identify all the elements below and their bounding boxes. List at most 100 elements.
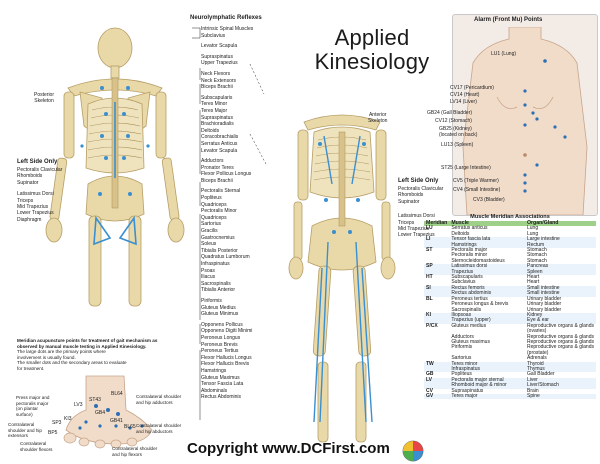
muscle-cell: Supraspinatus xyxy=(451,387,484,394)
muscle-cell: Trapezius xyxy=(449,269,525,276)
reflex-item: Peroneus Brevis xyxy=(201,341,238,348)
reflex-heading: Neurolymphatic Reflexes xyxy=(190,15,262,21)
anterior-skeleton xyxy=(288,114,396,443)
reflex-item: Hamstrings xyxy=(201,367,227,374)
reflex-item: Gluteus Minimus xyxy=(201,311,239,318)
meridian-cell: P/CX xyxy=(426,322,438,329)
meridian-note-line: The large dots are the primary points wh… xyxy=(17,349,106,355)
organ-cell: Eye & ear xyxy=(525,317,596,324)
meridian-cell: GV xyxy=(424,393,450,400)
organ-cell: Small intestine xyxy=(525,290,596,297)
page-title: Applied Kinesiology xyxy=(312,26,432,74)
reflex-item: Tibialis Posterior xyxy=(201,247,238,254)
foot-label: Press major and xyxy=(16,395,50,400)
muscle-cell: Tensor fascia lata xyxy=(449,236,525,243)
muscle-cell: Rhomboid major & minor xyxy=(449,382,525,389)
alarm-point: LV14 (Liver) xyxy=(450,99,477,105)
reflex-item: Brachioradialis xyxy=(201,121,234,128)
alarm-point: CV4 (Small Intestine) xyxy=(453,187,501,193)
meridian-cell: KI xyxy=(424,312,450,319)
muscle-cell: Popliteus xyxy=(451,371,472,378)
organ-cell: Urinary bladder xyxy=(527,306,562,313)
muscle-cell: Peroneus longus & brevis xyxy=(451,301,509,308)
column-header: Muscle xyxy=(449,220,525,227)
reflex-heading-text: Neurolymphatic Reflexes xyxy=(190,15,262,21)
foot-label: Contralateral shoulder xyxy=(112,446,158,451)
meridian-note-line: for treatment. xyxy=(17,365,45,371)
muscle-cell: Sartorius xyxy=(451,355,472,362)
foot-point-label: GB41 xyxy=(110,418,123,424)
alarm-point: ST25 (Large Intestine) xyxy=(441,165,491,171)
meridian-note-line: The smaller dots and the secondary areas… xyxy=(17,360,127,366)
organ-cell: Urinary bladder xyxy=(527,295,562,302)
organ-cell: Brain xyxy=(527,387,539,394)
alarm-point: CV12 (Stomach) xyxy=(435,118,472,124)
reflex-item: Gracilis xyxy=(201,228,218,235)
anterior-left-item: Supinator xyxy=(398,198,420,205)
foot-labels-bottom-right: Contralateral shoulder and hip flexors xyxy=(112,446,157,457)
reflex-item: Peroneus Longus xyxy=(201,334,241,341)
anterior-left-item: Rhomboids xyxy=(398,192,424,199)
organ-cell: (ovaries) xyxy=(527,328,547,335)
table-row: LU Serratus anticus Lung xyxy=(424,225,596,232)
foot-label: extensors xyxy=(8,433,28,439)
organ-cell: Spleen xyxy=(525,269,596,276)
foot-label: Contralateral shoulder xyxy=(136,423,182,429)
organ-cell: Reproductive organs & glands xyxy=(527,344,594,351)
reflex-item: Gluteus Medius xyxy=(201,304,236,311)
organ-cell: Reproductive organs & glands xyxy=(527,322,594,329)
muscle-cell: Peroneus tertius xyxy=(451,295,488,302)
alarm-point: GB24 (Gall Bladder) xyxy=(427,110,473,116)
reflex-item: Deltoids xyxy=(201,127,220,134)
organ-cell: Lung xyxy=(527,225,539,232)
posterior-left-item: Latissimus Dorsi xyxy=(17,191,54,198)
foot-label: Contralateral xyxy=(20,441,47,446)
table-row: Trapezius (upper)Eye & ear xyxy=(424,317,596,324)
alarm-point: CV14 (Heart) xyxy=(450,92,480,98)
alarm-point: LU13 (Spleen) xyxy=(441,142,474,148)
reflex-item: Adductors xyxy=(201,158,224,165)
foot-label: and hip abductors xyxy=(136,428,173,434)
reflex-item: Flexor Pollicus Longus xyxy=(201,171,252,178)
meridian-cell: LU xyxy=(426,225,433,232)
torso-figure xyxy=(462,27,588,215)
organ-cell: Heart xyxy=(527,279,540,286)
posterior-left-side: Left Side Only Pectoralis Clavicular Rho… xyxy=(17,159,62,223)
reflex-item: Coracobrachialis xyxy=(201,134,239,141)
muscle-cell: Sternocleidomastoideus xyxy=(451,257,505,264)
reflex-item: Infraspinatus xyxy=(201,261,230,267)
muscle-cell: Teres minor xyxy=(449,361,525,367)
foot-point-label: LV3 xyxy=(74,402,83,408)
organ-cell: Lung xyxy=(527,230,539,237)
foot-label: and hip flexors xyxy=(112,451,142,457)
organ-cell: Stomach xyxy=(527,247,547,254)
meridian-table-panel: Muscle Meridian Associations Meridian Mu… xyxy=(424,214,596,400)
muscle-cell: Infraspinatus xyxy=(449,366,525,373)
posterior-left-item: Supinator xyxy=(17,179,39,186)
meridian-cell: SP xyxy=(424,263,450,270)
reflex-item: Biceps Brachii xyxy=(201,177,233,184)
muscle-cell: Gluteus maximus xyxy=(451,338,490,345)
alarm-heading: Alarm (Front Mu) Points xyxy=(474,17,543,23)
organ-cell: Stomach xyxy=(527,252,547,259)
reflex-item: Pectoralis Sternal xyxy=(201,188,241,195)
reflex-item: Flexor Hallucis Longus xyxy=(201,354,252,361)
muscle-cell: Subscapularis xyxy=(451,274,483,281)
muscle-cell: Deltoids xyxy=(451,230,470,237)
muscle-cell: Serratus anticus xyxy=(451,225,488,232)
reflex-item: Opponens Digiti Minimi xyxy=(201,328,253,335)
reflex-item: Neck Flexors xyxy=(201,70,231,77)
posterior-left-item: Lower Trapezius xyxy=(17,210,54,217)
organ-cell: Pancreas xyxy=(525,263,596,270)
meridian-note-bold: Meridian acupuncture points for treatmen… xyxy=(17,338,158,349)
reflex-item: Abdominals xyxy=(201,387,228,394)
reflex-item: Teres Major xyxy=(201,107,228,114)
